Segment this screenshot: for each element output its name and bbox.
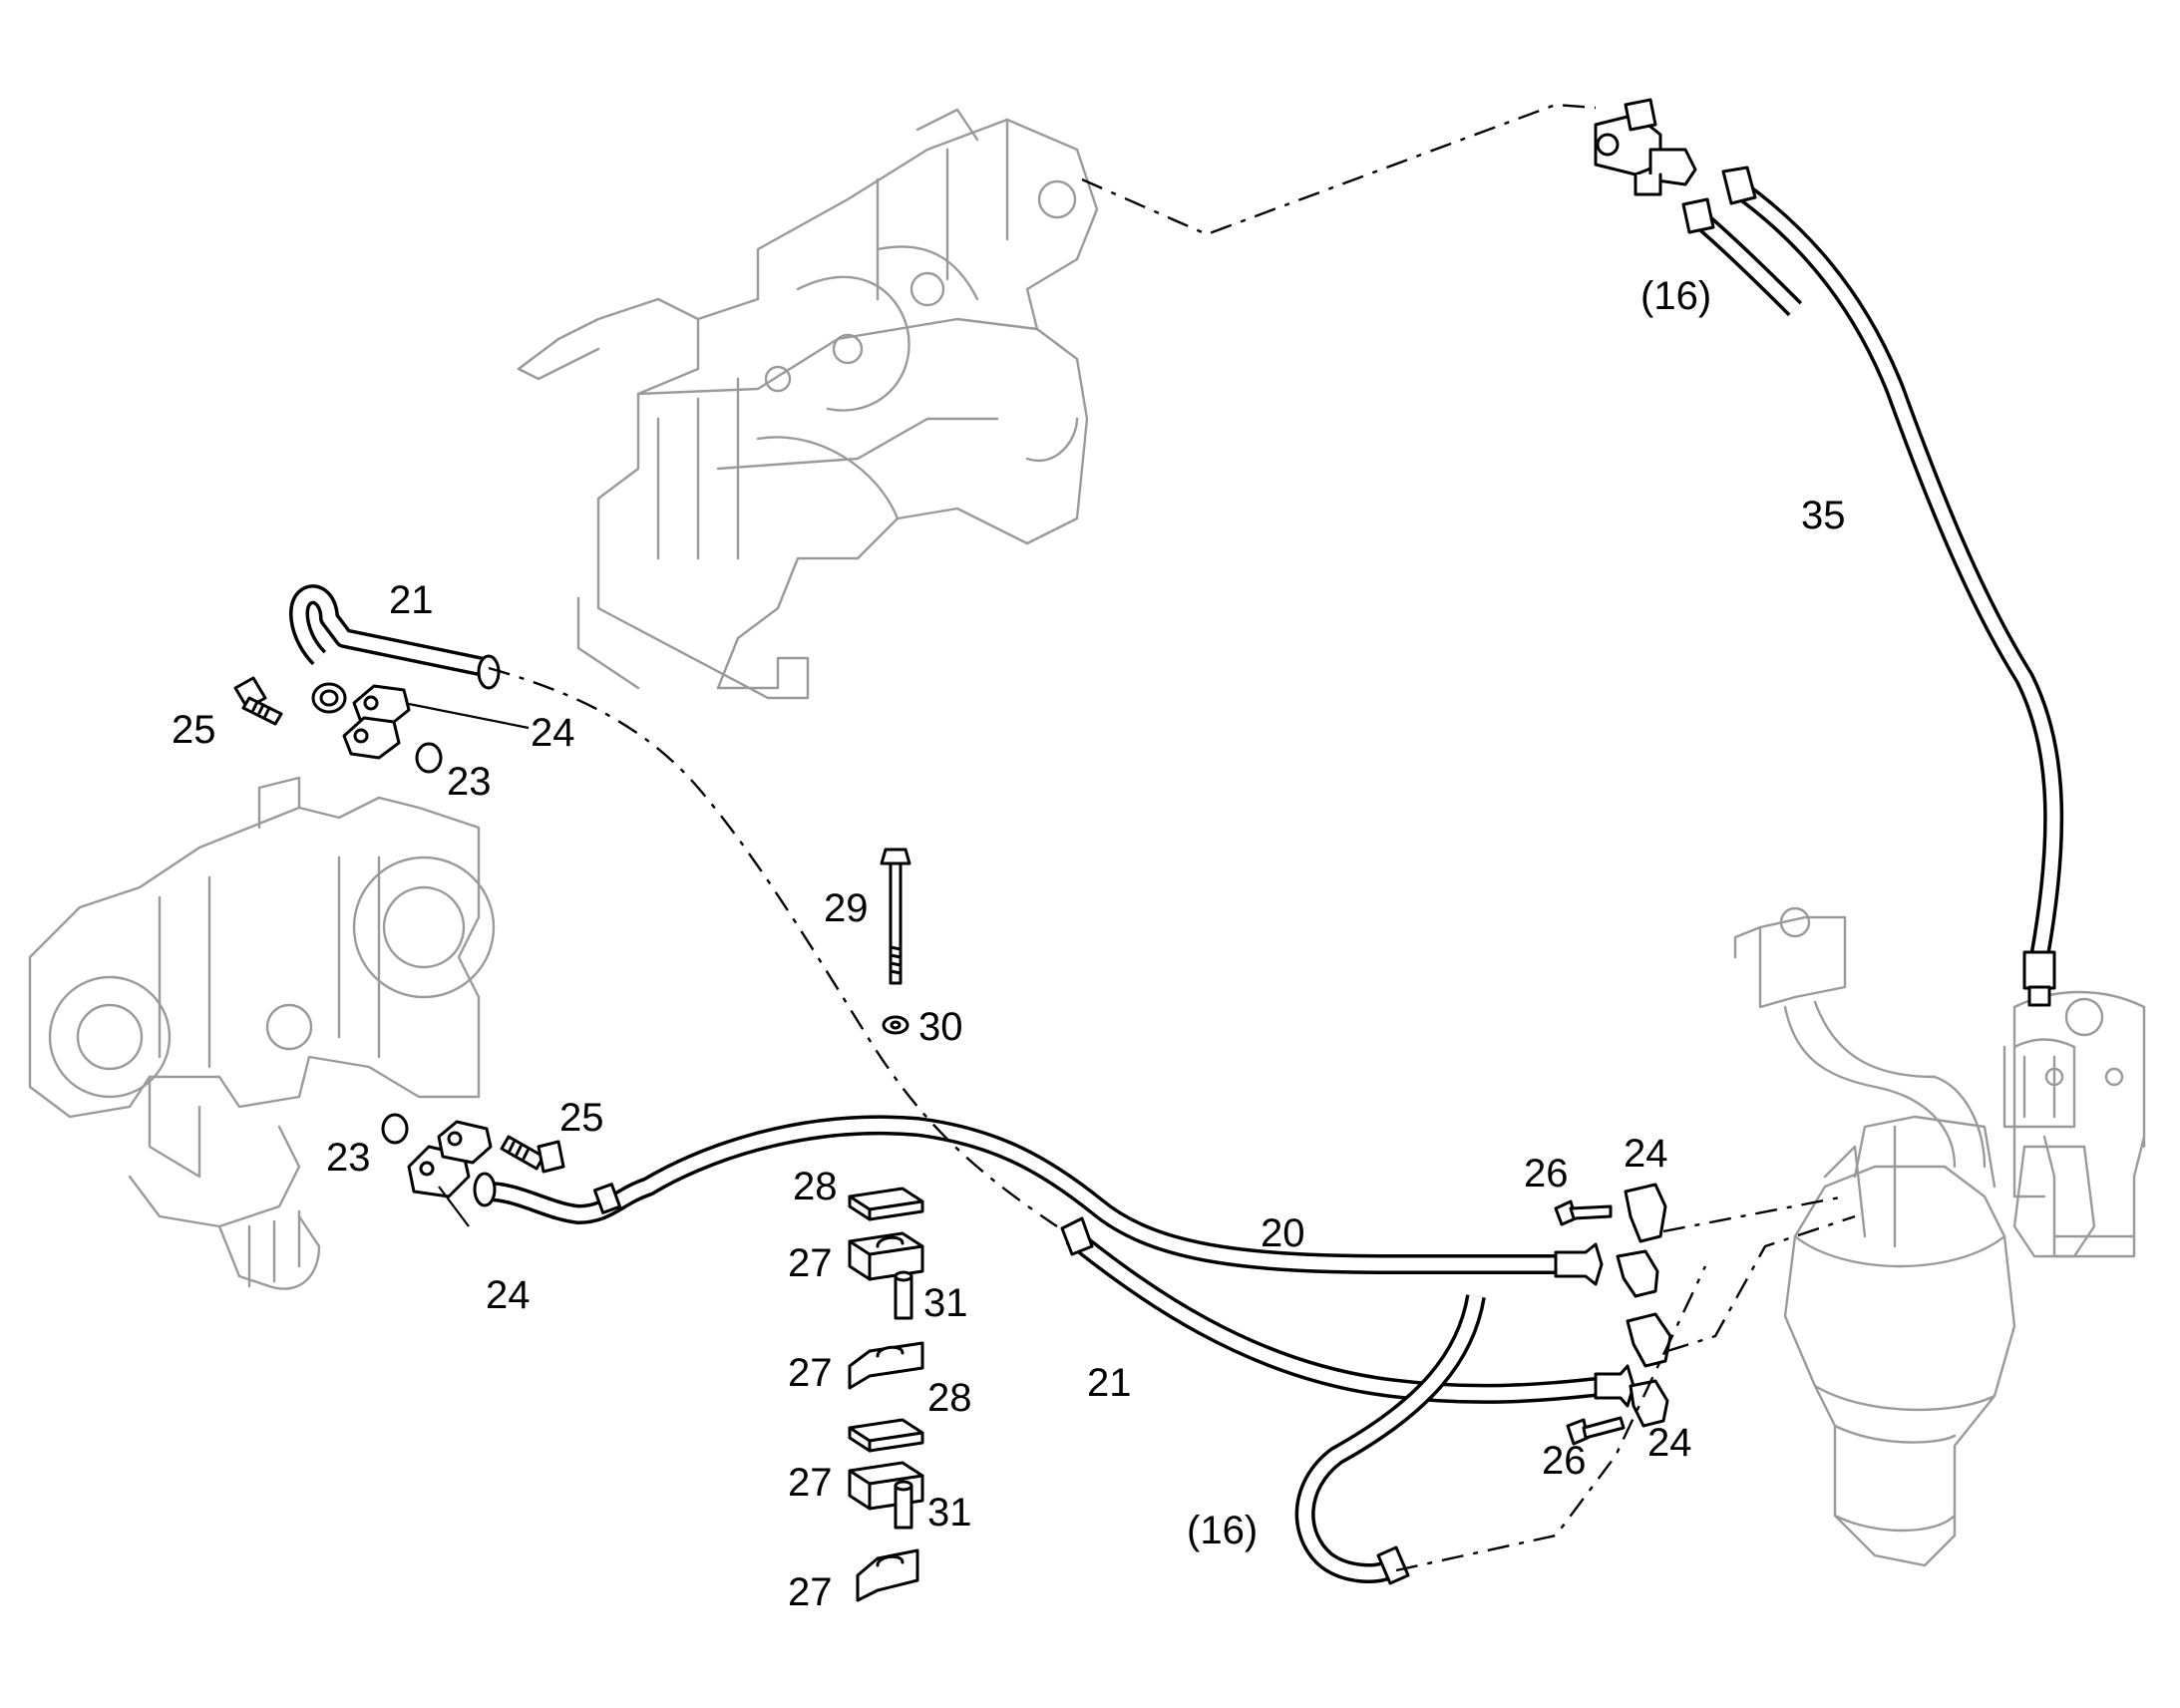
hose-21-lower — [1060, 1216, 1635, 1408]
bolt-upper — [233, 676, 283, 726]
bolt-long — [880, 848, 911, 985]
callout-leaders — [408, 702, 530, 1227]
washer — [882, 1015, 909, 1035]
bolt-right-upper — [1554, 1199, 1613, 1226]
clamp-plate-middle — [848, 1418, 924, 1453]
callout-24-lower: 24 — [486, 1273, 531, 1317]
callout-25-upper: 25 — [172, 708, 216, 752]
valve-tee-fitting — [1594, 98, 1697, 196]
callout-16-upper: (16) — [1640, 274, 1711, 318]
spacer-sleeve-2 — [894, 1480, 913, 1530]
clamp-half-1 — [848, 1231, 924, 1281]
bolt-right-lower — [1566, 1416, 1626, 1446]
control-valve-assembly-outline — [517, 108, 1099, 700]
hose-16-upper — [1681, 197, 1803, 317]
callout-21-lower: 21 — [1087, 1361, 1132, 1405]
hydraulic-pump-outline — [28, 776, 496, 1290]
clamp-half-4 — [856, 1548, 919, 1602]
callout-28-lower: 28 — [927, 1376, 972, 1420]
hose-21-upper — [289, 584, 501, 714]
callout-24-right-lower: 24 — [1647, 1421, 1692, 1465]
callout-28-upper: 28 — [793, 1165, 838, 1208]
split-flange-right-lower — [1626, 1312, 1672, 1428]
callout-23-lower: 23 — [326, 1136, 371, 1180]
o-ring-lower — [381, 1113, 409, 1145]
clamp-plate-top — [848, 1187, 924, 1221]
bolt-lower — [500, 1135, 565, 1174]
spacer-sleeve-1 — [894, 1270, 913, 1320]
callout-20: 20 — [1261, 1211, 1305, 1255]
callout-27-first: 27 — [788, 1241, 833, 1285]
split-flange-lower — [407, 1120, 493, 1198]
callout-21-upper: 21 — [389, 578, 434, 622]
callout-31-upper: 31 — [923, 1281, 968, 1325]
callout-26-upper: 26 — [1524, 1152, 1569, 1196]
callout-26-lower: 26 — [1542, 1439, 1587, 1483]
hose-20 — [473, 1115, 1604, 1286]
callout-31-lower: 31 — [927, 1491, 972, 1535]
callout-25-lower: 25 — [559, 1096, 604, 1140]
callout-27-second: 27 — [788, 1351, 833, 1395]
callout-30: 30 — [918, 1005, 963, 1049]
reference-lines — [488, 103, 1856, 1572]
hose-16-lower — [1294, 1294, 1486, 1585]
callout-35: 35 — [1801, 494, 1846, 537]
callout-labels: (16) 35 21 25 24 23 29 30 25 23 24 28 27… — [172, 274, 1846, 1614]
rotary-joint-outline — [1733, 906, 2146, 1567]
callout-27-third: 27 — [788, 1461, 833, 1505]
callout-24-upper: 24 — [531, 711, 575, 755]
callout-24-right-upper: 24 — [1624, 1132, 1668, 1176]
hose-35 — [1721, 166, 2064, 1007]
callout-23-upper: 23 — [447, 760, 492, 804]
clamp-half-2 — [848, 1341, 924, 1390]
split-flange-right-upper — [1616, 1183, 1667, 1298]
callout-16-lower: (16) — [1187, 1509, 1258, 1552]
split-flange-upper — [342, 684, 411, 760]
callout-27-fourth: 27 — [788, 1570, 833, 1614]
o-ring-upper — [415, 742, 443, 774]
callout-29: 29 — [824, 886, 869, 930]
